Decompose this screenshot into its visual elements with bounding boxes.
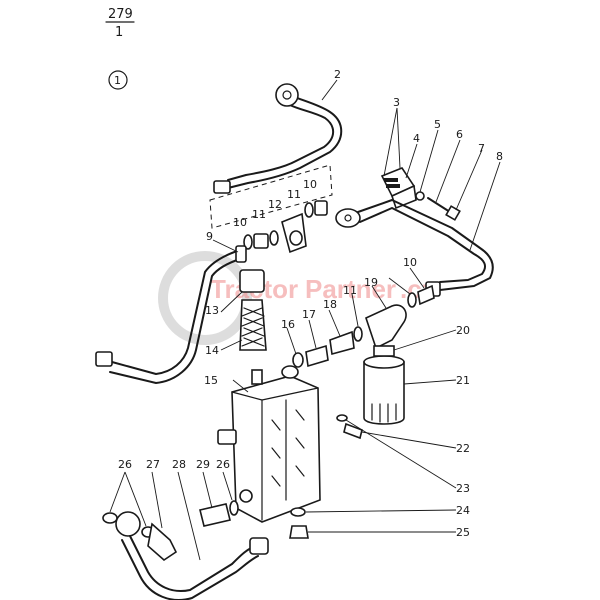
callout-9: 9 (206, 230, 213, 243)
callout-27: 27 (146, 458, 160, 471)
callout-16: 16 (281, 318, 295, 331)
callout-26-left: 26 (118, 458, 132, 471)
strainer (239, 269, 267, 351)
view-marker-label: 1 (114, 74, 121, 87)
upper-fittings (243, 200, 328, 254)
view-marker-circle (108, 70, 128, 90)
callout-11-upper: 11 (287, 188, 301, 201)
group-number: 279 (108, 7, 133, 22)
callout-5: 5 (434, 118, 441, 131)
leader-lines (109, 79, 501, 561)
callout-10-left: 10 (233, 216, 247, 229)
callout-2: 2 (334, 68, 341, 81)
callout-10-upper: 10 (303, 178, 317, 191)
callout-4: 4 (413, 132, 420, 145)
callout-17: 17 (302, 308, 316, 321)
callout-21: 21 (456, 374, 470, 387)
callout-19: 19 (364, 276, 378, 289)
callout-22: 22 (456, 442, 470, 455)
part-2-pipe (213, 83, 343, 194)
sheet-number: 1 (115, 25, 123, 40)
assembly-bracket-dashed (209, 164, 333, 229)
part-21-filter (363, 345, 405, 425)
part-15-tank (217, 365, 321, 523)
callout-15: 15 (204, 374, 218, 387)
callout-26-right: 26 (216, 458, 230, 471)
callout-13: 13 (205, 304, 219, 317)
callout-10-right: 10 (403, 256, 417, 269)
part-8-pipe (335, 199, 494, 297)
callout-18: 18 (323, 298, 337, 311)
callout-11-mid: 11 (343, 284, 357, 297)
part-9-pipe (95, 245, 247, 384)
callout-7: 7 (478, 142, 485, 155)
watermark-gear-icon (158, 251, 252, 345)
callout-28: 28 (172, 458, 186, 471)
bottom-pipe-assembly (102, 500, 269, 600)
callout-8: 8 (496, 150, 503, 163)
callout-20: 20 (456, 324, 470, 337)
sheet-header: 279 1 1 (105, 7, 135, 90)
callout-labels: 2 3 4 5 6 7 8 10 11 12 10 11 9 13 11 19 … (118, 68, 503, 539)
callout-12: 12 (268, 198, 282, 211)
watermark-text-partner: Partner (305, 274, 396, 304)
clamp-assembly (380, 167, 461, 221)
callout-29: 29 (196, 458, 210, 471)
callout-3: 3 (393, 96, 400, 109)
callout-6: 6 (456, 128, 463, 141)
callout-11-left: 11 (252, 208, 266, 221)
callout-24: 24 (456, 504, 470, 517)
drain-parts (289, 414, 363, 539)
callout-25: 25 (456, 526, 470, 539)
filter-head-chain (292, 284, 435, 368)
callout-14: 14 (205, 344, 219, 357)
callout-23: 23 (456, 482, 470, 495)
